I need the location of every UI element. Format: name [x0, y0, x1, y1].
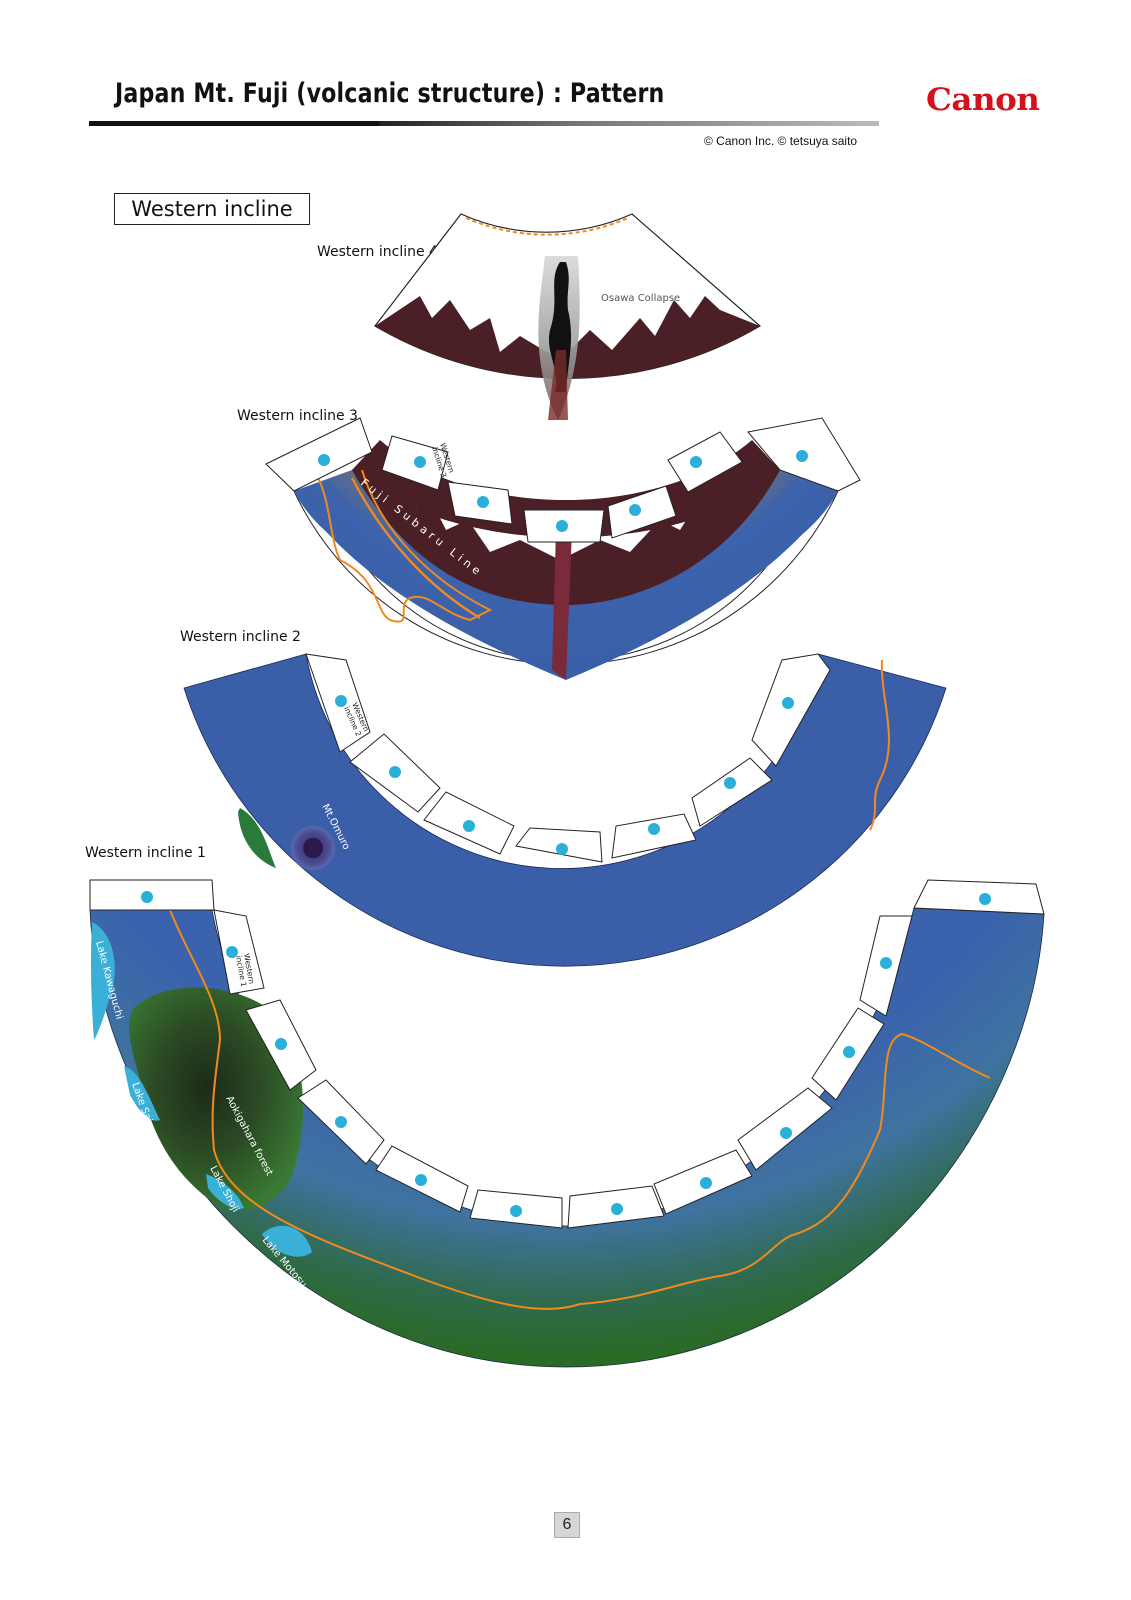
piece-western-incline-2: Mt.Omuro	[183, 653, 947, 967]
piece-western-incline-3: Fuji Subaru Line	[292, 440, 840, 680]
piece-label-incline-4: Western incline 4	[317, 244, 438, 260]
page-title: Japan Mt. Fuji (volcanic structure) : Pa…	[115, 78, 665, 109]
copyright-notice: © Canon Inc. © tetsuya saito	[704, 134, 858, 148]
piece-label-incline-2: Western incline 2	[180, 629, 301, 645]
tabs-incline-3: Western incline 3	[265, 417, 861, 543]
canon-logo: Canon	[926, 82, 1040, 118]
section-title: Western incline	[131, 197, 293, 221]
tabs-incline-1: Western incline 1	[89, 879, 1045, 1229]
piece-label-incline-1: Western incline 1	[85, 845, 206, 861]
osawa-collapse-label: Osawa Collapse	[601, 293, 680, 304]
piece-western-incline-1: Lake Kawaguchi Lake Sai Lake Shoji Lake …	[89, 907, 1045, 1368]
title-rule-gradient	[379, 121, 879, 126]
tabs-incline-2: Western incline 2	[305, 653, 831, 863]
piece-label-incline-3: Western incline 3	[237, 408, 358, 424]
page-number: 6	[554, 1512, 580, 1538]
section-title-box: Western incline	[114, 193, 310, 225]
title-rule-black	[89, 121, 379, 126]
piece-western-incline-4: Osawa Collapse	[374, 213, 762, 420]
